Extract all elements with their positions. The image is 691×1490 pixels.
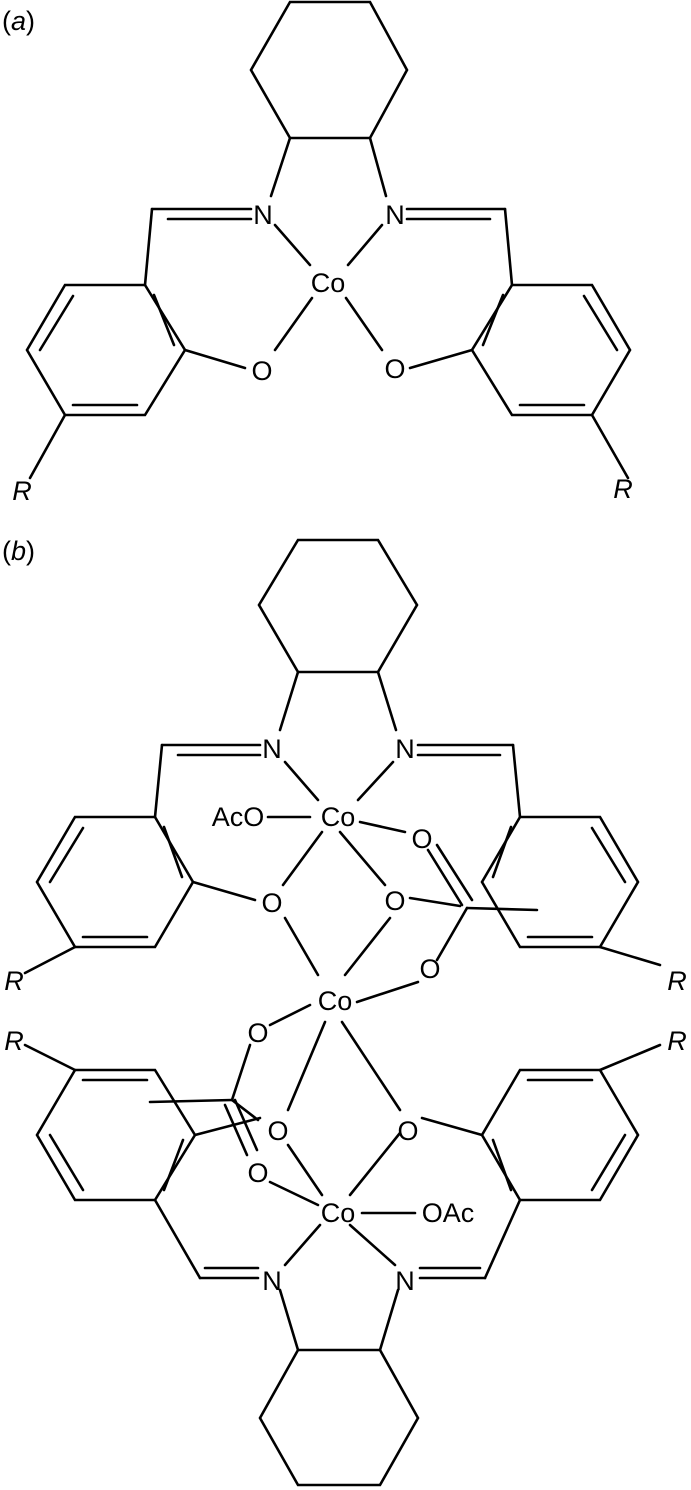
atom-o-phenoxide-left-bottom: O: [267, 1116, 288, 1146]
atom-o-acetate-top: O: [419, 954, 440, 984]
atom-o-acetate-bottom: O: [247, 1018, 268, 1048]
atom-o-left: O: [251, 356, 272, 386]
panel-b-label: (b): [2, 536, 35, 566]
benzene-ring-b-bottom-right: [480, 1068, 640, 1202]
benzene-ring-b-top-left: [35, 815, 195, 949]
atom-n-left: N: [253, 200, 273, 230]
panel-a: (a) N N Co: [2, 0, 633, 506]
benzene-ring-a-right: [470, 283, 632, 417]
r-group-bottom-left: R: [4, 1026, 24, 1056]
atom-co-top: Co: [321, 802, 356, 832]
atom-co-bottom: Co: [321, 1198, 356, 1228]
atom-co-center: Co: [318, 986, 353, 1016]
atom-n-top-left: N: [262, 734, 282, 764]
cyclohexane-ring-b-bottom: [258, 1348, 420, 1487]
atom-n-bottom-left: N: [262, 1266, 282, 1296]
benzene-ring-a-left: [25, 283, 187, 417]
r-group-top-right: R: [667, 966, 687, 996]
atom-o-phenoxide-left-top: O: [261, 888, 282, 918]
cyclohexane-ring-b-top: [257, 538, 419, 674]
panel-a-label: (a): [2, 6, 35, 36]
atom-o-carbonyl-top: O: [411, 824, 432, 854]
benzene-ring-b-top-right: [480, 815, 640, 949]
r-group-right: R: [613, 474, 633, 504]
atom-n-bottom-right: N: [395, 1266, 415, 1296]
benzene-ring-b-bottom-left: [35, 1068, 197, 1202]
atom-aco: AcO: [212, 802, 265, 832]
atom-oac: OAc: [422, 1198, 475, 1228]
atom-n-right: N: [385, 200, 405, 230]
r-group-bottom-right: R: [667, 1026, 687, 1056]
cyclohexane-ring-a: [249, 0, 409, 140]
atom-o-phenoxide-right-top: O: [384, 886, 405, 916]
atom-o-phenoxide-right-bottom: O: [397, 1116, 418, 1146]
atom-n-top-right: N: [395, 734, 415, 764]
atom-o-right: O: [384, 354, 405, 384]
r-group-left: R: [12, 476, 32, 506]
atom-co: Co: [311, 268, 346, 298]
panel-b: (b): [2, 536, 687, 1487]
r-group-top-left: R: [4, 966, 24, 996]
atom-o-carbonyl-bottom: O: [247, 1158, 268, 1188]
